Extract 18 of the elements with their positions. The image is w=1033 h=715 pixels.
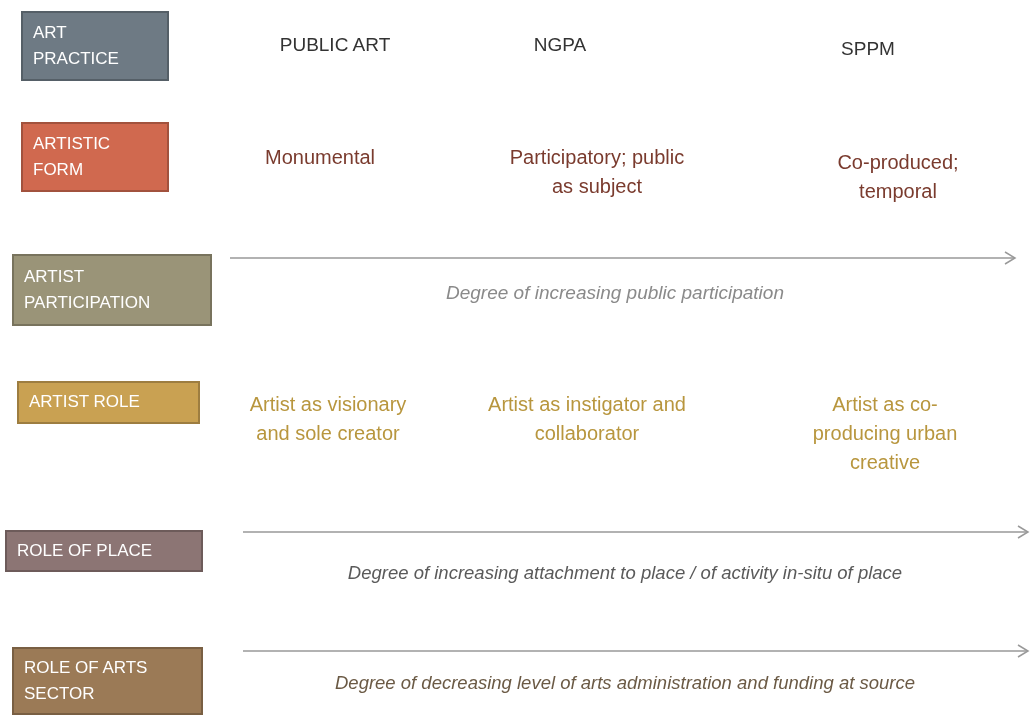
row-text: Degree of increasing public participation [445,281,785,305]
row-text: Artist as visionary and sole creator [248,392,408,446]
row-text: Artist as co-producing urban creative [811,392,959,475]
row-text: SPPM [840,37,896,61]
row-text: Degree of decreasing level of arts administration and funding at source [334,671,916,695]
category-box: ROLE OF ARTS SECTOR [12,647,203,715]
row-text: Monumental [263,145,377,170]
row-text: PUBLIC ART [278,33,392,57]
row-text: NGPA [532,33,588,57]
category-box: ARTIST ROLE [17,381,200,424]
row-text: Co-produced; temporal [836,150,960,204]
category-box: ARTIST PARTICIPATION [12,254,212,326]
category-box: ARTISTIC FORM [21,122,169,192]
row-text: Degree of increasing attachment to place / of activity in-situ of place [346,561,904,585]
category-box: ROLE OF PLACE [5,530,203,572]
row-text: Artist as instigator and collaborator [487,392,687,446]
category-box: ART PRACTICE [21,11,169,81]
row-text: Participatory; public as subject [508,145,686,199]
